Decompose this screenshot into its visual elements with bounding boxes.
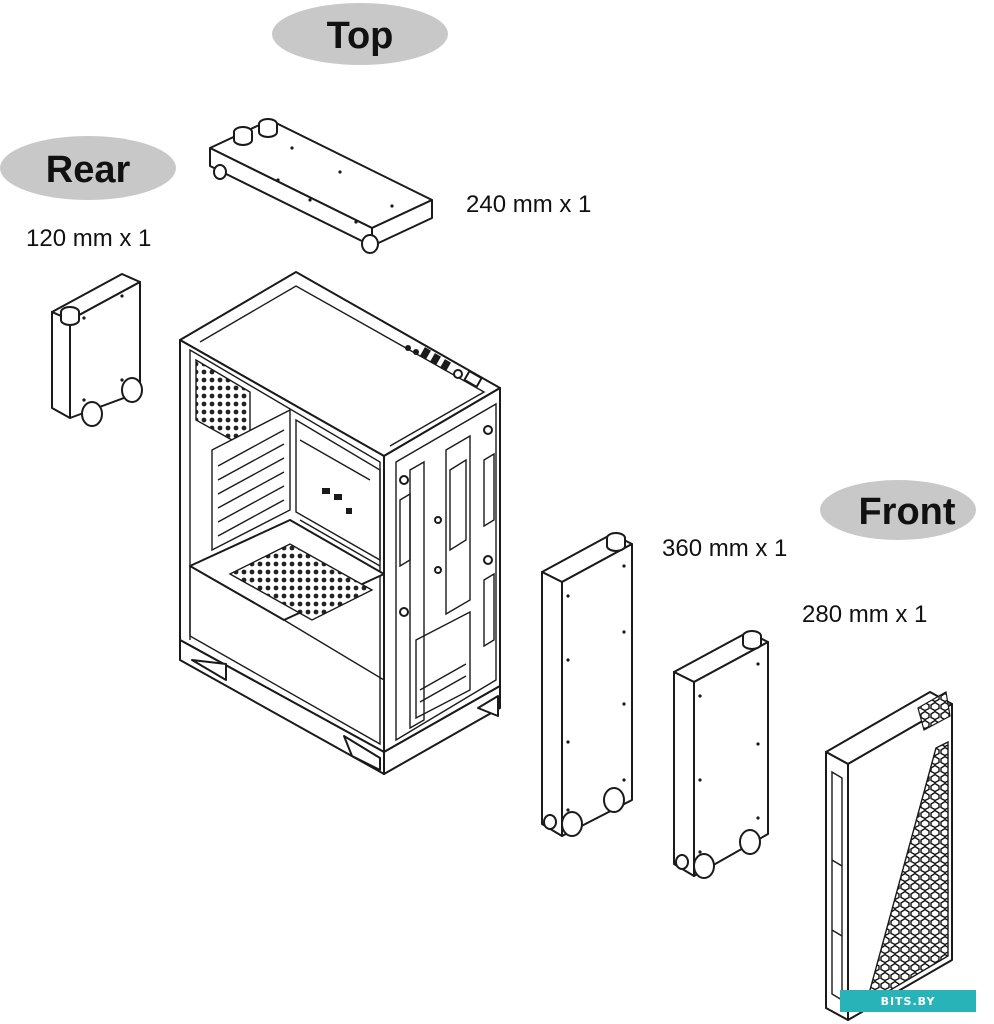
front-360mm-radiator	[541, 532, 633, 837]
rear-120mm-radiator	[51, 273, 143, 427]
front-label: Front	[858, 491, 955, 533]
front-360-size-caption: 360 mm x 1	[662, 535, 787, 562]
front-280mm-radiator	[673, 630, 769, 879]
rear-label-pill: Rear	[0, 136, 176, 200]
top-label: Top	[327, 15, 394, 57]
front-panel	[825, 691, 953, 1021]
top-240mm-radiator	[209, 118, 433, 254]
pill-shape	[272, 3, 448, 65]
watermark-text: BITS.BY	[881, 995, 936, 1008]
rear-size-caption: 120 mm x 1	[26, 225, 151, 252]
front-label-pill: Front	[820, 480, 976, 540]
front-280-size-caption: 280 mm x 1	[802, 601, 927, 628]
pc-case	[179, 271, 501, 775]
rear-label: Rear	[46, 149, 131, 191]
watermark-bg	[840, 990, 976, 1012]
pill-shape	[820, 480, 976, 540]
top-size-caption: 240 mm x 1	[466, 191, 591, 218]
pci-slots	[211, 408, 291, 552]
pill-shape	[0, 136, 176, 200]
watermark-badge: BITS.BY	[840, 990, 976, 1012]
top-label-pill: Top	[272, 3, 448, 65]
